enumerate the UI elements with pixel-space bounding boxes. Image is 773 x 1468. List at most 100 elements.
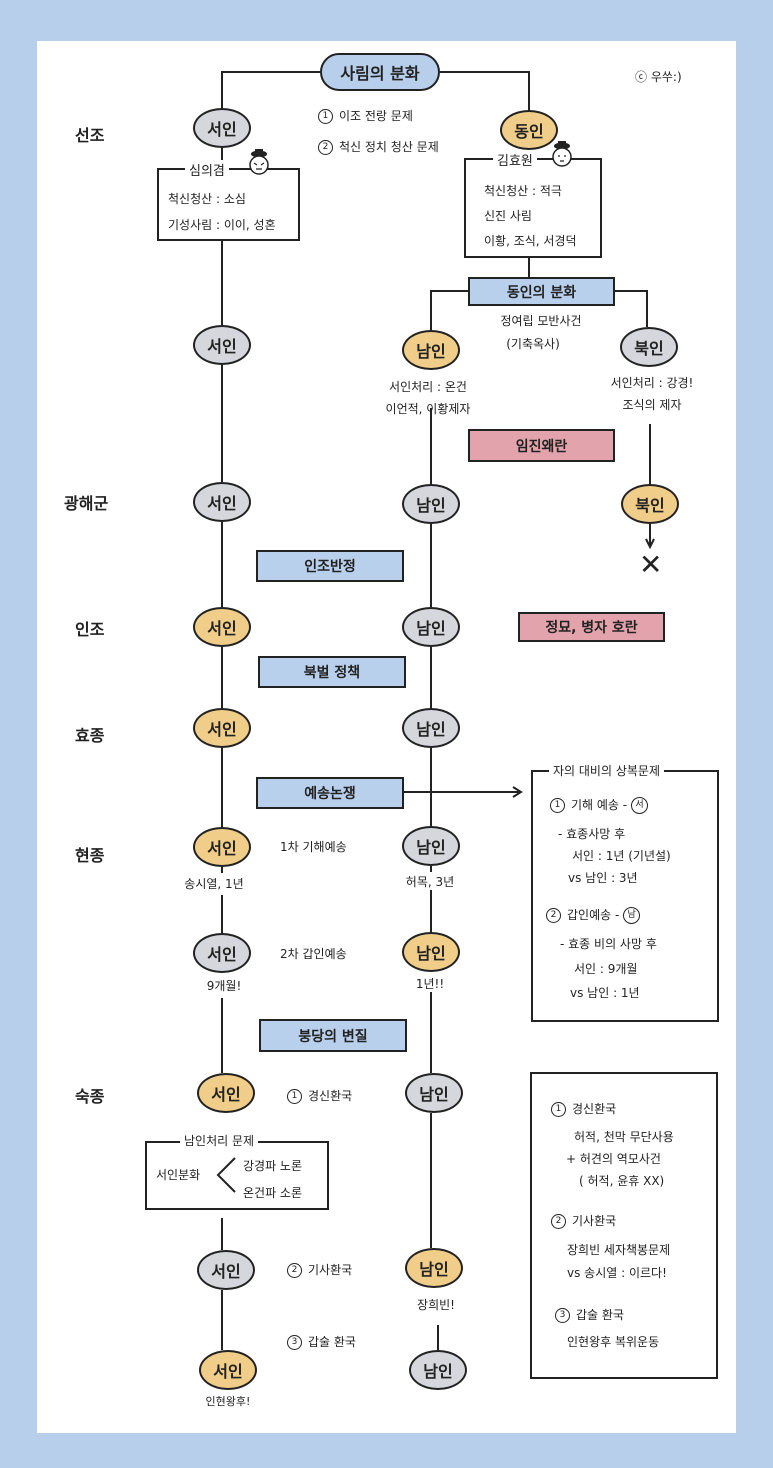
yesong-item-2-label: 갑인예송 - — [567, 908, 620, 922]
party-namin: 남인 — [402, 826, 460, 866]
seoin-line1: 척신청산 : 소심 — [168, 192, 246, 206]
namin-badge: 남 — [623, 907, 641, 924]
split-box-left: 서인분화 — [156, 1168, 201, 1182]
party-seoin: 서인 — [193, 933, 251, 973]
yesong-item-1-line1: - 효종사망 후 — [558, 827, 626, 841]
party-namin: 남인 — [409, 1350, 467, 1390]
cause-1-label: 이조 전랑 문제 — [339, 109, 413, 123]
hwanguk-item-1-label: 경신환국 — [572, 1102, 617, 1116]
dongin-line3: 이황, 조식, 서경덕 — [484, 234, 577, 248]
face-icon — [552, 141, 572, 167]
cause-1: 1 이조 전랑 문제 — [318, 107, 413, 124]
hwanguk-item-2-label: 기사환국 — [572, 1214, 617, 1228]
party-namin: 남인 — [402, 330, 460, 370]
split-box-title: 남인처리 문제 — [180, 1132, 259, 1149]
yesong-item-2-line3: vs 남인 : 1년 — [570, 986, 640, 1000]
face-icon — [249, 149, 269, 175]
dongin-leader: 김효원 — [493, 150, 537, 169]
yesong-item-2-title: 2 갑인예송 - 남 — [546, 906, 646, 924]
split-box-noron: 강경파 노론 — [243, 1159, 303, 1173]
dongin-split-event: 동인의 분화 — [468, 277, 615, 306]
yesong-item-1-line3: vs 남인 : 3년 — [568, 871, 638, 885]
king-injo: 인조 — [75, 620, 105, 639]
event-horan: 정묘, 병자 호란 — [518, 612, 665, 642]
hwanguk-item-3-line1: 인현왕후 복위운동 — [567, 1335, 660, 1349]
hwanguk-item-3-label: 갑술 환국 — [576, 1308, 624, 1322]
party-seoin: 서인 — [193, 325, 251, 365]
party-namin: 남인 — [405, 1073, 463, 1113]
party-namin: 남인 — [405, 1248, 463, 1288]
seoin-yesong-2-note: 9개월! — [206, 979, 242, 993]
yesong-round-1: 1차 기해예송 — [280, 840, 347, 854]
king-seonjo: 선조 — [75, 126, 105, 145]
sukjong-event-1-label: 경신환국 — [308, 1089, 353, 1103]
party-namin: 남인 — [402, 708, 460, 748]
party-seoin: 서인 — [197, 1250, 255, 1290]
seoin-yesong-1-note: 송시열, 1년 — [184, 877, 244, 891]
sukjong-event-2: 2 기사환국 — [287, 1261, 352, 1278]
dongin-split-note2: (기축옥사) — [506, 337, 560, 351]
event-bungdang: 붕당의 변질 — [259, 1019, 407, 1052]
party-namin: 남인 — [402, 607, 460, 647]
dongin-info-box — [464, 158, 602, 258]
copyright: ⓒ 우쑤:) — [635, 70, 682, 84]
num-badge: 3 — [555, 1308, 570, 1323]
num-badge: 2 — [546, 908, 561, 923]
bukin-note-1: 서인처리 : 강경! — [610, 376, 694, 390]
king-hyeonjong: 현종 — [75, 846, 105, 865]
party-seoin: 서인 — [197, 1073, 255, 1113]
namin-note-2: 이언적, 이황제자 — [385, 402, 471, 416]
yesong-item-1-label: 기해 예송 - — [571, 798, 628, 812]
title-pill: 사림의 분화 — [320, 53, 440, 91]
hwanguk-item-1-line3: ( 허적, 윤휴 XX) — [579, 1174, 665, 1188]
king-hyojong: 효종 — [75, 726, 105, 745]
party-seoin: 서인 — [199, 1350, 257, 1390]
hwanguk-item-3-title: 3 갑술 환국 — [555, 1306, 624, 1323]
hwanguk-item-2-title: 2 기사환국 — [551, 1212, 616, 1229]
yesong-item-2-line1: - 효종 비의 사망 후 — [560, 937, 657, 951]
seoin-split-box — [145, 1141, 329, 1210]
hwanguk-item-1-title: 1 경신환국 — [551, 1100, 616, 1117]
bukin-note-2: 조식의 제자 — [622, 398, 682, 412]
event-bukbeol: 북벌 정책 — [258, 656, 406, 688]
party-bukin: 북인 — [621, 484, 679, 524]
extinct-x-mark: ✕ — [639, 548, 663, 581]
party-bukin: 북인 — [620, 327, 678, 367]
party-dongin: 동인 — [500, 110, 558, 150]
namin-yesong-2-note: 1년!! — [415, 977, 445, 991]
namin-note-1: 서인처리 : 온건 — [389, 380, 467, 394]
party-namin: 남인 — [402, 484, 460, 524]
num-badge: 2 — [318, 140, 333, 155]
king-gwanghaegun: 광해군 — [64, 494, 109, 513]
seoin-line2: 기성사림 : 이이, 성혼 — [168, 218, 276, 232]
hwanguk-item-1-line1: 허적, 천막 무단사용 — [574, 1130, 674, 1144]
party-seoin: 서인 — [193, 827, 251, 867]
num-badge: 2 — [287, 1263, 302, 1278]
yesong-item-2-line2: 서인 : 9개월 — [574, 962, 638, 976]
dongin-split-note: 정여립 모반사건 — [500, 314, 582, 328]
yesong-info-box — [531, 770, 719, 1022]
party-seoin: 서인 — [193, 607, 251, 647]
king-sukjong: 숙종 — [75, 1087, 105, 1106]
dongin-line1: 척신청산 : 적극 — [484, 184, 562, 198]
party-namin: 남인 — [402, 932, 460, 972]
num-badge: 3 — [287, 1335, 302, 1350]
bracket-icon — [216, 1157, 236, 1193]
num-badge: 1 — [551, 1102, 566, 1117]
num-badge: 1 — [318, 109, 333, 124]
num-badge: 2 — [551, 1214, 566, 1229]
namin-yesong-1-note: 허목, 3년 — [405, 875, 455, 889]
event-imjin-war: 임진왜란 — [468, 429, 615, 462]
namin-sukjong-note: 장희빈! — [417, 1298, 455, 1312]
num-badge: 1 — [287, 1089, 302, 1104]
hwanguk-item-2-line2: vs 송시열 : 이르다! — [567, 1266, 667, 1280]
party-seoin: 서인 — [193, 108, 251, 148]
event-yesong: 예송논쟁 — [256, 777, 404, 809]
hwanguk-item-2-line1: 장희빈 세자책봉문제 — [567, 1243, 671, 1257]
num-badge: 1 — [550, 798, 565, 813]
sukjong-event-2-label: 기사환국 — [308, 1263, 353, 1277]
hwanguk-item-1-line2: + 허견의 역모사건 — [566, 1152, 661, 1166]
